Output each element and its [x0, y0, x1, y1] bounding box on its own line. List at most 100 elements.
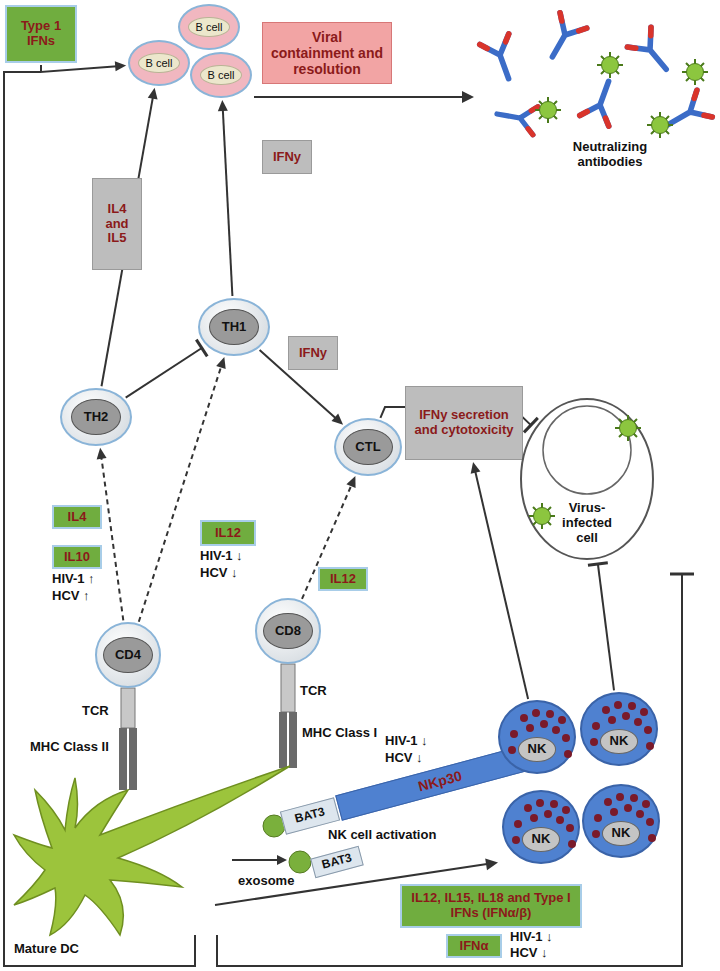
granule — [544, 810, 552, 818]
t-cell: TH2 — [60, 388, 132, 446]
t-cell: CD4 — [95, 622, 161, 688]
node-text: TH1 — [209, 309, 259, 345]
connector — [471, 462, 528, 699]
nk-cell: NK — [502, 790, 580, 864]
cytokine-box: IL12, IL15, IL18 and Type I IFNs (IFNα/β… — [400, 884, 582, 928]
nucleus — [543, 406, 631, 494]
t-cell: CTL — [334, 418, 402, 476]
granule — [510, 730, 518, 738]
granule — [566, 824, 574, 832]
node-text: CD4 — [103, 637, 153, 673]
arrowhead — [216, 357, 226, 369]
b-cell: B cell — [190, 52, 252, 98]
granule — [622, 712, 630, 720]
annotation-label: exosome — [238, 874, 294, 889]
outcome-box: Viral containment and resolution — [262, 22, 392, 84]
granule — [610, 808, 618, 816]
node-text: Virus-infected cell — [551, 501, 623, 546]
annotation-label: HCV ↓ — [510, 946, 548, 961]
arrowhead — [471, 462, 481, 474]
annotation-label: HCV ↓ — [385, 751, 423, 766]
virus-particle — [529, 503, 555, 529]
node-text: BAT3 — [293, 805, 326, 826]
annotation-label: Neutralizing antibodies — [540, 140, 680, 170]
node-text: B cell — [200, 65, 242, 86]
granule — [562, 806, 570, 814]
cytokine-box: IFNy — [262, 140, 312, 174]
virus-particle — [615, 415, 641, 441]
t-cell: TH1 — [198, 298, 270, 356]
node-text: IFNy — [299, 346, 327, 361]
arrowhead — [148, 88, 158, 100]
node-text: IL12 — [330, 572, 356, 587]
granule — [648, 834, 656, 842]
granule — [520, 714, 528, 722]
b-cell: B cell — [178, 4, 240, 50]
granule — [634, 718, 642, 726]
granule — [550, 800, 558, 808]
granule — [608, 716, 616, 724]
feedback-line — [217, 574, 682, 966]
cytokine-box: IL12 — [200, 520, 256, 546]
granule — [636, 810, 644, 818]
annotation-label: TCR — [300, 684, 327, 699]
connector — [139, 357, 226, 622]
antibody-group — [480, 13, 712, 138]
granule — [642, 800, 650, 808]
cytokine-box: IFNy secretion and cytotoxicity — [405, 386, 523, 460]
node-text: BAT3 — [320, 851, 353, 872]
annotation-label: NK cell activation — [328, 828, 436, 843]
connector-line — [126, 348, 202, 398]
node-text: Type 1 IFNs — [11, 19, 71, 49]
annotation-label: HIV-1 ↑ — [52, 572, 95, 587]
receptor-group — [119, 664, 297, 790]
connector — [97, 448, 124, 620]
connector-line — [223, 109, 233, 296]
granule — [592, 830, 600, 838]
arrow-line — [232, 859, 278, 861]
cytokine-box: Type 1 IFNs — [5, 5, 77, 63]
connector — [218, 100, 233, 296]
node-text: TH2 — [71, 399, 121, 435]
granule — [512, 836, 520, 844]
granule — [646, 742, 654, 750]
connector-line — [598, 564, 614, 690]
granule — [628, 702, 636, 710]
arrow-line — [254, 96, 463, 98]
granule — [540, 720, 548, 728]
granule — [556, 816, 564, 824]
granule — [630, 794, 638, 802]
arrowhead — [346, 476, 355, 488]
annotation-label: HCV ↑ — [52, 589, 90, 604]
granule — [562, 734, 570, 742]
node-text: IL4 — [68, 510, 87, 525]
node-text: Viral containment and resolution — [269, 29, 385, 77]
node-text: NK — [522, 827, 561, 852]
node-text: IFNy — [273, 150, 301, 165]
cytokine-box: IL10 — [52, 545, 102, 569]
node-text: NK — [600, 729, 639, 754]
node-text: NK — [518, 737, 557, 762]
granule — [532, 709, 540, 717]
node-text: B cell — [138, 53, 180, 74]
granule — [616, 793, 624, 801]
node-text: IFNα — [460, 939, 489, 954]
granule — [568, 840, 576, 848]
arrowhead — [485, 858, 498, 870]
annotation-label: HCV ↓ — [200, 566, 238, 581]
arrowhead — [277, 855, 287, 865]
node-text: B cell — [188, 17, 230, 38]
granule — [536, 799, 544, 807]
granule — [564, 750, 572, 758]
connector-line — [139, 366, 222, 622]
dendritic-cell — [14, 766, 290, 935]
arrowhead — [218, 100, 228, 111]
node-text: IL12, IL15, IL18 and Type I IFNs (IFNα/β… — [406, 891, 576, 921]
cytokine-box: IL12 — [318, 567, 368, 591]
cytokine-box: IFNα — [446, 934, 502, 958]
node-text: IL10 — [64, 550, 90, 565]
granule — [552, 726, 560, 734]
arrowhead — [332, 414, 344, 425]
granule — [624, 804, 632, 812]
